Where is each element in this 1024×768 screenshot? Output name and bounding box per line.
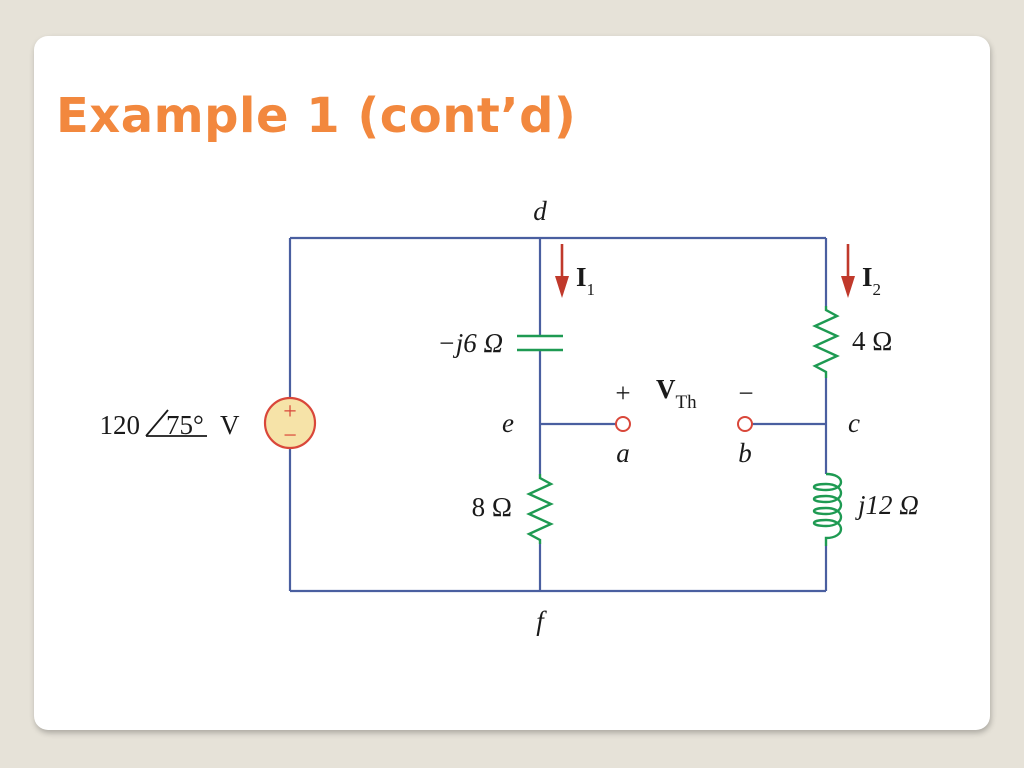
resistor-4-symbol bbox=[812, 306, 840, 378]
source-label: 120 75° V bbox=[100, 409, 240, 440]
node-a-label: a bbox=[616, 438, 630, 468]
vth-minus: − bbox=[738, 378, 753, 408]
voltage-source-circle bbox=[263, 396, 317, 450]
current-arrow-2 bbox=[841, 244, 855, 298]
source-magnitude: 120 bbox=[100, 410, 141, 440]
vth-subscript: Th bbox=[676, 392, 698, 413]
node-e-label: e bbox=[502, 408, 514, 438]
node-b-label: b bbox=[738, 438, 752, 468]
current-2-symbol: I bbox=[862, 262, 873, 292]
source-unit: V bbox=[220, 410, 240, 440]
current-arrow-2-head bbox=[841, 276, 855, 298]
source-angle: 75° bbox=[166, 410, 204, 440]
resistor-8-label: 8 Ω bbox=[472, 492, 512, 522]
vth-label: VTh bbox=[656, 374, 697, 413]
voltage-source: + − bbox=[263, 396, 317, 450]
node-f-label: f bbox=[536, 606, 547, 636]
current-1-label: I1 bbox=[576, 262, 595, 299]
capacitor-label: −j6 Ω bbox=[438, 328, 504, 358]
resistor-4-label: 4 Ω bbox=[852, 326, 892, 356]
inductor-symbol bbox=[812, 472, 843, 546]
angle-symbol-slash bbox=[145, 409, 169, 437]
current-2-label: I2 bbox=[862, 262, 881, 299]
resistor-8-symbol bbox=[526, 474, 554, 544]
node-d-label: d bbox=[533, 196, 547, 226]
current-arrow-1-head bbox=[555, 276, 569, 298]
current-arrow-1 bbox=[555, 244, 569, 298]
slide-title: Example 1 (cont’d) bbox=[56, 88, 577, 144]
current-1-symbol: I bbox=[576, 262, 587, 292]
current-1-subscript: 1 bbox=[587, 280, 596, 299]
voltage-source-minus: − bbox=[283, 423, 297, 449]
terminal-a bbox=[615, 416, 631, 432]
vth-plus: + bbox=[615, 378, 630, 408]
voltage-source-plus: + bbox=[283, 399, 297, 425]
vth-symbol: V bbox=[656, 374, 676, 404]
inductor-label: j12 Ω bbox=[855, 490, 919, 520]
terminal-b bbox=[737, 416, 753, 432]
wires bbox=[288, 236, 828, 593]
slide-card bbox=[34, 36, 990, 730]
current-2-subscript: 2 bbox=[873, 280, 882, 299]
node-c-label: c bbox=[848, 408, 860, 438]
capacitor bbox=[517, 334, 563, 352]
